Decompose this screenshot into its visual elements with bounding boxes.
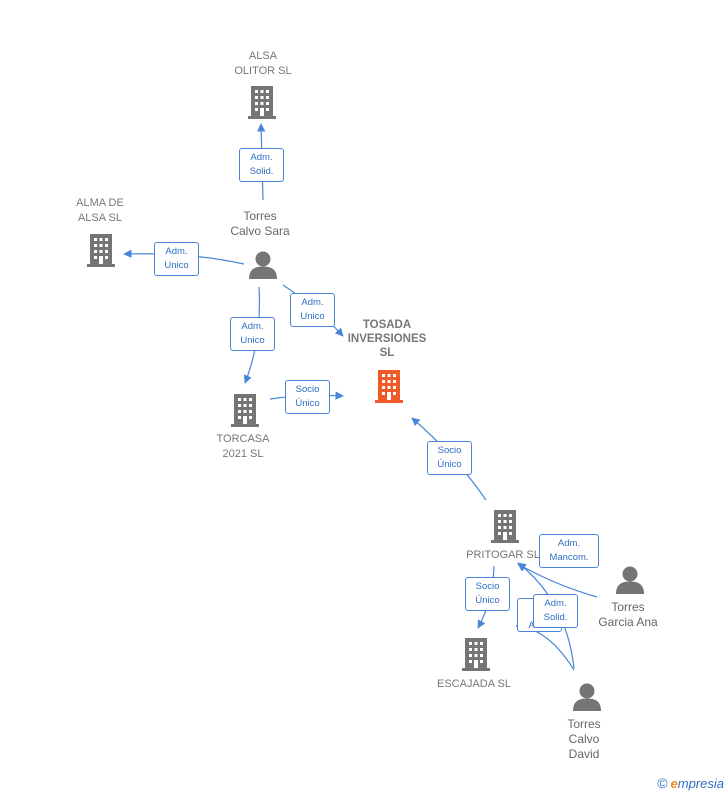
node-label-tosada[interactable]: TOSADA INVERSIONES SL: [347, 319, 427, 359]
edge-label-pritogar-tosada[interactable]: Socio Único: [427, 441, 472, 475]
empresia-watermark[interactable]: ©empresia: [657, 775, 724, 791]
tosada-building-icon[interactable]: [375, 370, 403, 403]
edge-label-sara-alsa-olitor[interactable]: Adm. Solid.: [239, 148, 284, 182]
edge-label-pritogar-escajada[interactable]: Socio Único: [465, 577, 510, 611]
edge-label-ana-pritogar[interactable]: Adm. Mancom.: [539, 534, 599, 568]
torcasa-building-icon[interactable]: [231, 394, 259, 427]
edge-ana-pritogar: [517, 563, 598, 598]
edge-label-torcasa-tosada[interactable]: Socio Único: [285, 380, 330, 414]
edge-label-david-pritogar[interactable]: Adm. Solid.: [533, 594, 578, 628]
node-label-torcasa[interactable]: TORCASA 2021 SL: [216, 433, 270, 460]
edge-label-sara-alma[interactable]: Adm. Unico: [154, 242, 199, 276]
edge-label-sara-torcasa[interactable]: Adm. Unico: [230, 317, 275, 351]
alma-de-alsa-building-icon[interactable]: [87, 234, 115, 267]
alsa-olitor-building-icon[interactable]: [248, 86, 276, 119]
torres-calvo-david-person-icon[interactable]: [573, 683, 601, 712]
node-label-torres-calvo-sara[interactable]: Torres Calvo Sara: [230, 209, 290, 238]
brand-initial: e: [670, 776, 678, 791]
node-label-torres-garcia-ana[interactable]: Torres Garcia Ana: [598, 600, 658, 629]
brand-name: mpresia: [677, 776, 724, 791]
edges: [123, 123, 598, 671]
torres-garcia-ana-person-icon[interactable]: [616, 566, 644, 595]
node-label-torres-calvo-david[interactable]: Torres Calvo David: [567, 717, 601, 761]
node-label-pritogar[interactable]: PRITOGAR SL: [466, 549, 540, 561]
node-label-escajada[interactable]: ESCAJADA SL: [437, 678, 511, 690]
copyright-icon: ©: [657, 775, 668, 791]
node-label-alsa-olitor[interactable]: ALSA OLITOR SL: [234, 50, 292, 77]
escajada-building-icon[interactable]: [462, 638, 490, 671]
edge-david-escajada: [515, 622, 575, 671]
edge-label-sara-tosada[interactable]: Adm. Unico: [290, 293, 335, 327]
node-label-alma-de-alsa[interactable]: ALMA DE ALSA SL: [76, 197, 124, 224]
pritogar-building-icon[interactable]: [491, 510, 519, 543]
torres-calvo-sara-person-icon[interactable]: [249, 251, 277, 280]
